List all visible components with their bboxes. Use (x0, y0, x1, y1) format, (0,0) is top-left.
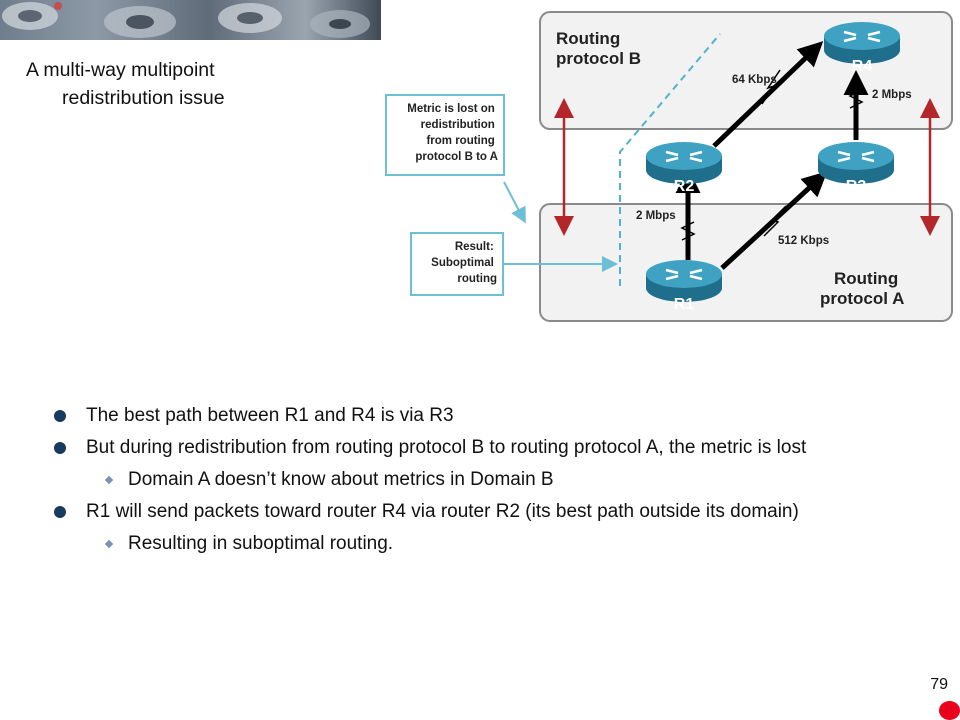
link-r3-r4-label: 2 Mbps (872, 89, 912, 101)
link-r1-r3-label: 512 Kbps (778, 235, 829, 247)
header-banner-image (0, 0, 381, 40)
domain-b-label: Routing protocol B (556, 29, 641, 68)
domain-a-label: Routing protocol A (820, 269, 904, 308)
corner-red-dot-icon (939, 701, 960, 720)
callout-metric-line-4: protocol B to A (415, 151, 498, 163)
router-r4: R4 (822, 20, 902, 75)
callout-metric-line-1: Metric is lost on (407, 103, 495, 115)
page-number: 79 (930, 676, 948, 693)
router-r1: R1 (644, 258, 724, 313)
svg-text:R4: R4 (852, 58, 873, 75)
callout-result-line-2: Suboptimal (431, 257, 494, 269)
callout-metric-pointer (503, 181, 526, 224)
redistribution-diagram: Routing protocol B Routing protocol A Me… (385, 11, 953, 322)
callout-metric-line-3: from routing (426, 135, 494, 147)
router-r2: R2 (644, 140, 724, 195)
svg-text:R1: R1 (674, 296, 695, 313)
bullet-list: The best path between R1 and R4 is via R… (48, 404, 878, 564)
svg-text:Metric is lost on redistri: Metric is lost on redistribution from ro… (407, 103, 498, 163)
sub-bullet-text: Resulting in suboptimal routing. (128, 533, 394, 554)
sub-bullet-diamond-icon (104, 475, 114, 485)
bullet-dot-icon (54, 442, 66, 454)
link-r1-r2-label: 2 Mbps (636, 210, 676, 222)
serial-bolt-r2-r4 (761, 69, 781, 105)
sub-bullet-item: Resulting in suboptimal routing. (48, 532, 878, 556)
slide-title-line-2: redistribution issue (62, 87, 225, 109)
link-r2-r4 (712, 41, 824, 148)
svg-text:R2: R2 (674, 178, 695, 195)
callout-result-line-3: routing (457, 273, 497, 285)
dashed-boundary-path (619, 33, 721, 286)
bullet-text: The best path between R1 and R4 is via R… (86, 405, 454, 426)
bullet-text: R1 will send packets toward router R4 vi… (86, 501, 799, 522)
router-r3: R3 (816, 140, 896, 195)
slide-title: A multi-way multipoint redistribution is… (26, 56, 286, 112)
bullet-text: But during redistribution from routing p… (86, 437, 807, 458)
serial-bolt-r3-r4 (848, 89, 864, 109)
bullet-dot-icon (54, 410, 66, 422)
link-r2-r4-label: 64 Kbps (732, 74, 777, 86)
sub-bullet-item: Domain A doesn’t know about metrics in D… (48, 468, 878, 492)
domain-a-box (539, 203, 953, 322)
sub-bullet-text: Domain A doesn’t know about metrics in D… (128, 469, 554, 490)
callout-result-line-1: Result: (455, 241, 494, 253)
sub-bullet-diamond-icon (104, 539, 114, 549)
bullet-dot-icon (54, 506, 66, 518)
bullet-item: But during redistribution from routing p… (48, 436, 878, 460)
callout-result (410, 232, 504, 296)
callout-metric-lost (385, 94, 505, 176)
svg-text:R3: R3 (846, 178, 867, 195)
callout-metric-line-2: redistribution (421, 119, 495, 131)
serial-bolt-r1-r3 (763, 205, 787, 237)
bullet-item: The best path between R1 and R4 is via R… (48, 404, 878, 428)
svg-text:Result: Suboptimal rou: Result: Suboptimal routing (431, 241, 497, 285)
serial-bolt-r1-r2 (680, 221, 696, 241)
slide-title-line-1: A multi-way multipoint (26, 59, 215, 81)
bullet-item: R1 will send packets toward router R4 vi… (48, 500, 878, 524)
link-r1-r3 (720, 171, 828, 270)
